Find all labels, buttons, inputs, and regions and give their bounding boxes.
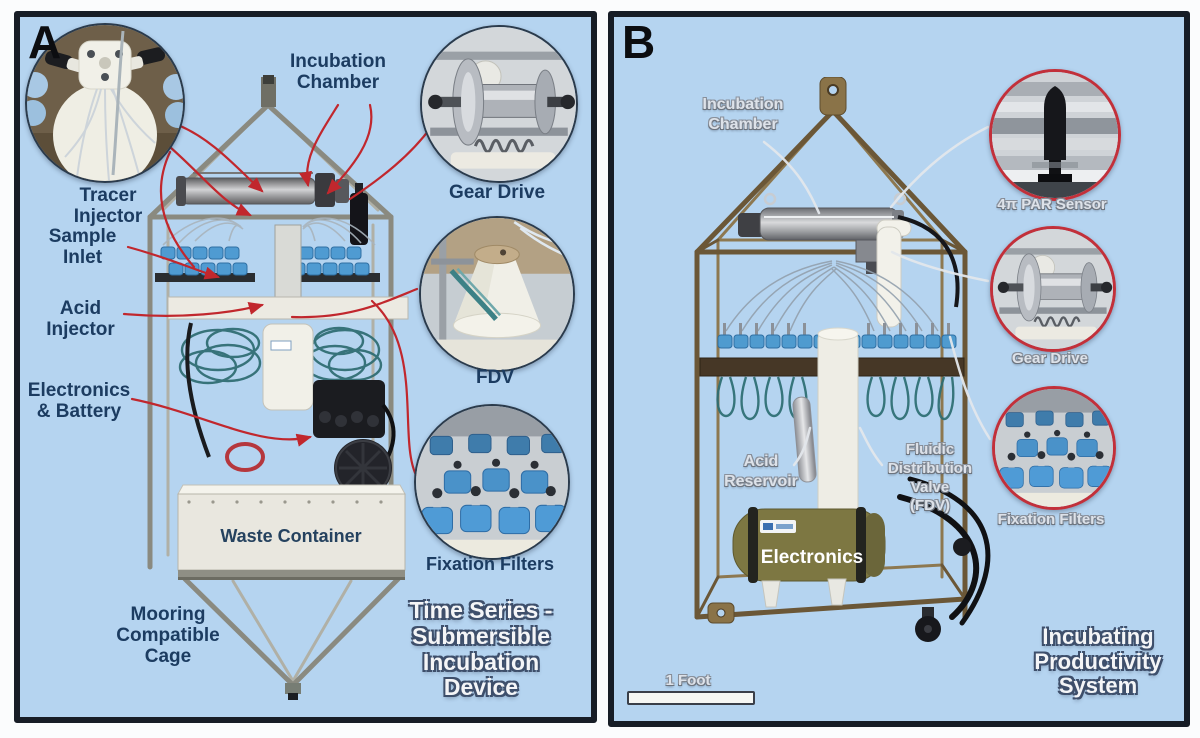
tube-fan-b bbox=[725, 260, 939, 332]
callout-acid-reservoir: Acid Reservoir bbox=[724, 453, 798, 490]
incubation-chamber-cylinder bbox=[176, 172, 349, 207]
callout-par-sensor: 4π PAR Sensor bbox=[997, 196, 1107, 213]
logo-patch bbox=[270, 340, 292, 351]
acid-canister bbox=[262, 323, 314, 411]
waste-container-label: Waste Container bbox=[220, 526, 361, 546]
incubation-chamber-cylinder-b bbox=[738, 207, 904, 241]
callout-gear-drive-a: Gear Drive bbox=[448, 182, 546, 203]
callout-incubation-chamber-a: Incubation Chamber bbox=[289, 51, 387, 93]
callout-gear-drive-b: Gear Drive bbox=[1012, 350, 1088, 367]
callout-fdv-b: Fluidic Distribution Valve (FDV) bbox=[887, 441, 973, 515]
gear-drive-inset-b bbox=[990, 226, 1116, 352]
foot-plate bbox=[707, 602, 735, 624]
waste-container-box: Waste Container bbox=[177, 484, 406, 571]
fixation-filters-inset-a bbox=[414, 404, 570, 560]
fixation-filter-bank bbox=[155, 246, 380, 282]
hose-reel bbox=[225, 442, 265, 472]
callout-acid-injector: Acid Injector bbox=[46, 298, 115, 340]
electronics-housing: Electronics bbox=[732, 507, 886, 608]
tube-fans bbox=[162, 217, 376, 246]
gear-drive-inset-a bbox=[420, 25, 578, 183]
fixation-filters-inset-b bbox=[992, 386, 1116, 510]
panel-b: Electronics bbox=[608, 11, 1190, 727]
electronics-label: Electronics bbox=[761, 547, 863, 568]
cable bbox=[185, 322, 211, 458]
caster-wheel bbox=[915, 607, 941, 642]
fdv-column-b bbox=[817, 327, 859, 523]
center-column bbox=[274, 224, 302, 302]
callout-electronics-battery: Electronics & Battery bbox=[27, 380, 131, 422]
callout-fixation-filters-b: Fixation Filters bbox=[997, 511, 1105, 528]
callout-tracer-injector: Tracer Injector bbox=[73, 185, 143, 227]
callout-sample-inlet: Sample Inlet bbox=[48, 226, 117, 268]
ips-device-photo: Electronics bbox=[694, 77, 991, 642]
white-shelf bbox=[167, 296, 409, 320]
bottom-rail bbox=[178, 570, 405, 577]
lifting-eye-b bbox=[819, 77, 847, 116]
bottom-fitting bbox=[285, 683, 301, 694]
fdv-inset bbox=[419, 216, 575, 372]
filter-cups bbox=[421, 433, 567, 535]
panel-a: Waste Container bbox=[14, 11, 597, 723]
panel-a-title: Time Series - Submersible Incubation Dev… bbox=[409, 597, 553, 701]
callout-fdv-a: FDV bbox=[476, 367, 514, 388]
scale-bar bbox=[627, 691, 755, 705]
lifting-eye bbox=[261, 77, 276, 107]
scale-bar-label: 1 Foot bbox=[665, 672, 711, 689]
cables-b bbox=[897, 476, 991, 626]
panel-b-title: Incubating Productivity System bbox=[1034, 624, 1162, 699]
callout-mooring-cage: Mooring Compatible Cage bbox=[116, 604, 220, 667]
par-sensor-inset bbox=[989, 69, 1121, 201]
callout-incubation-chamber-b: Incubation Chamber bbox=[702, 96, 784, 133]
panel-b-letter: B bbox=[622, 16, 655, 68]
panel-a-letter: A bbox=[28, 16, 61, 68]
callout-fixation-filters-a: Fixation Filters bbox=[425, 554, 555, 574]
tracer-injector-inset bbox=[25, 23, 185, 183]
